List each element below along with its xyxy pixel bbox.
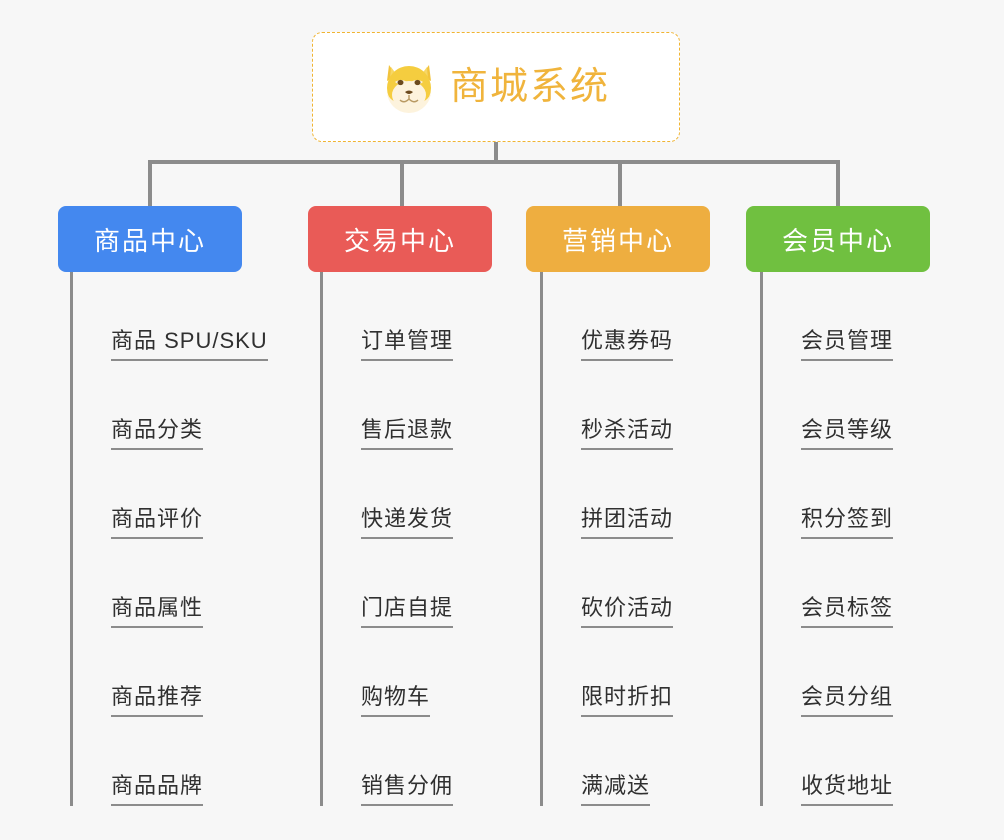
list-item[interactable]: 积分签到 — [760, 450, 1000, 539]
list-item-label: 快递发货 — [361, 506, 454, 539]
branch-items-会员中心: 会员管理 会员等级 积分签到 会员标签 会员分组 收货地址 — [760, 272, 1000, 806]
list-item[interactable]: 拼团活动 — [540, 450, 780, 539]
list-item-label: 秒杀活动 — [581, 417, 674, 450]
list-item-label: 会员管理 — [801, 328, 894, 361]
root-title: 商城系统 — [449, 66, 610, 108]
connector-branch-3 — [618, 160, 622, 206]
list-item[interactable]: 收货地址 — [760, 717, 1000, 806]
branch-header-label: 商品中心 — [93, 225, 206, 256]
branch-header-label: 会员中心 — [781, 225, 894, 256]
list-item[interactable]: 优惠券码 — [540, 272, 780, 361]
shiba-dog-face-icon — [386, 65, 431, 113]
list-item-label: 商品品牌 — [111, 773, 204, 806]
list-item-label: 商品推荐 — [111, 684, 204, 717]
list-item[interactable]: 订单管理 — [320, 272, 560, 361]
list-item-label: 商品 SPU/SKU — [111, 328, 268, 361]
root-node[interactable]: 商城系统 — [312, 32, 680, 142]
list-item-label: 会员等级 — [801, 417, 894, 450]
list-item[interactable]: 快递发货 — [320, 450, 560, 539]
branch-header-交易中心[interactable]: 交易中心 — [308, 206, 492, 272]
list-item[interactable]: 会员等级 — [760, 361, 1000, 450]
list-item-label: 会员标签 — [801, 595, 894, 628]
list-item-label: 砍价活动 — [581, 595, 674, 628]
list-item[interactable]: 门店自提 — [320, 539, 560, 628]
list-item[interactable]: 砍价活动 — [540, 539, 780, 628]
list-item[interactable]: 商品品牌 — [70, 717, 310, 806]
connector-branch-2 — [400, 160, 404, 206]
list-item[interactable]: 商品推荐 — [70, 628, 310, 717]
branch-items-商品中心: 商品 SPU/SKU 商品分类 商品评价 商品属性 商品推荐 商品品牌 — [70, 272, 310, 806]
list-item[interactable]: 商品分类 — [70, 361, 310, 450]
list-item-label: 限时折扣 — [581, 684, 674, 717]
list-item-label: 销售分佣 — [361, 773, 454, 806]
list-item[interactable]: 商品 SPU/SKU — [70, 272, 310, 361]
list-item[interactable]: 商品评价 — [70, 450, 310, 539]
list-item-label: 商品评价 — [111, 506, 204, 539]
list-item[interactable]: 秒杀活动 — [540, 361, 780, 450]
list-item[interactable]: 会员标签 — [760, 539, 1000, 628]
list-item-label: 购物车 — [361, 684, 431, 717]
list-item-label: 订单管理 — [361, 328, 454, 361]
list-item-label: 拼团活动 — [581, 506, 674, 539]
list-item-label: 门店自提 — [361, 595, 454, 628]
list-item-label: 商品分类 — [111, 417, 204, 450]
list-item-label: 商品属性 — [111, 595, 204, 628]
list-item[interactable]: 购物车 — [320, 628, 560, 717]
list-item-label: 售后退款 — [361, 417, 454, 450]
list-item-label: 优惠券码 — [581, 328, 674, 361]
list-item-label: 满减送 — [581, 773, 651, 806]
list-item[interactable]: 销售分佣 — [320, 717, 560, 806]
connector-branch-4 — [836, 160, 840, 206]
connector-root-stem — [494, 142, 498, 164]
branch-items-营销中心: 优惠券码 秒杀活动 拼团活动 砍价活动 限时折扣 满减送 — [540, 272, 780, 806]
list-item-label: 收货地址 — [801, 773, 894, 806]
list-item[interactable]: 售后退款 — [320, 361, 560, 450]
branch-items-交易中心: 订单管理 售后退款 快递发货 门店自提 购物车 销售分佣 — [320, 272, 560, 806]
branch-header-label: 营销中心 — [561, 225, 674, 256]
list-item[interactable]: 会员分组 — [760, 628, 1000, 717]
branch-header-商品中心[interactable]: 商品中心 — [58, 206, 242, 272]
branch-header-会员中心[interactable]: 会员中心 — [746, 206, 930, 272]
list-item[interactable]: 商品属性 — [70, 539, 310, 628]
connector-branch-1 — [148, 160, 152, 206]
list-item[interactable]: 满减送 — [540, 717, 780, 806]
branch-header-营销中心[interactable]: 营销中心 — [526, 206, 710, 272]
connector-horizontal-bus — [148, 160, 840, 164]
list-item-label: 会员分组 — [801, 684, 894, 717]
branch-header-label: 交易中心 — [343, 225, 456, 256]
list-item[interactable]: 会员管理 — [760, 272, 1000, 361]
list-item-label: 积分签到 — [801, 506, 894, 539]
list-item[interactable]: 限时折扣 — [540, 628, 780, 717]
